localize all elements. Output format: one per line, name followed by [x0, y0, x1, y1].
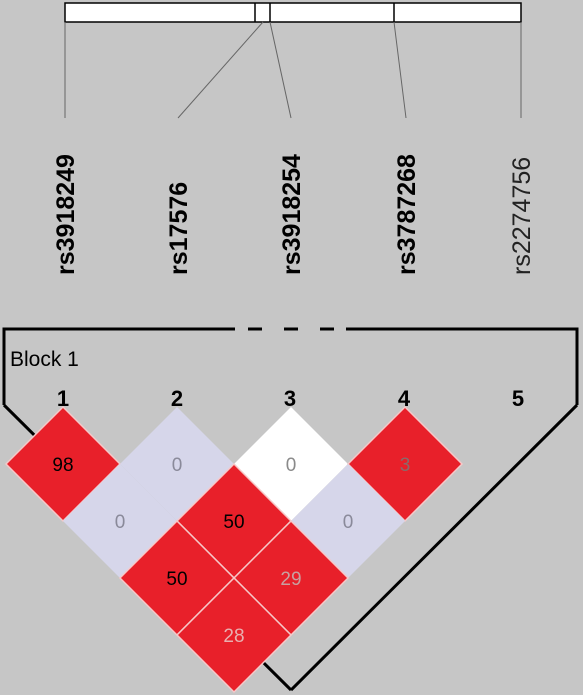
snp-labels: rs3918249 rs17576 rs3918254 rs3787268 rs…: [52, 154, 536, 275]
snp-label-3: rs3918254: [278, 154, 306, 275]
connector-2: [177, 21, 264, 119]
ld-cell-value-2-4: 50: [223, 512, 244, 533]
ld-cell-value-4-5: 3: [400, 455, 411, 476]
ld-cell-value-3-4: 0: [286, 455, 297, 476]
snp-index-3: 3: [284, 386, 296, 411]
ld-cell-value-1-3: 0: [115, 512, 126, 533]
connector-3: [269, 21, 292, 119]
ld-cell-value-2-3: 0: [172, 455, 183, 476]
snp-indices: 1 2 3 4 5: [57, 386, 524, 411]
snp-label-5: rs2274756: [508, 157, 536, 275]
snp-index-4: 4: [398, 386, 411, 411]
snp-index-2: 2: [171, 386, 183, 411]
snp-label-2: rs17576: [165, 182, 193, 275]
ld-cell-value-1-4: 50: [166, 569, 187, 590]
chromosome-bar: [64, 2, 522, 23]
ld-cell-value-3-5: 0: [343, 512, 354, 533]
ld-cell-value-1-2: 98: [52, 455, 73, 476]
connector-4: [393, 21, 407, 119]
snp-label-4: rs3787268: [393, 154, 421, 275]
block-outline-diag-right: [289, 403, 579, 692]
ld-cell-1-5: [175, 576, 293, 694]
ld-cell-value-2-5: 29: [280, 569, 301, 590]
block-outline-left: [2, 327, 235, 405]
chromosome-bar-rect: [64, 2, 522, 23]
snp-index-1: 1: [57, 386, 69, 411]
snp-index-5: 5: [512, 386, 524, 411]
ld-cells: 98 0 0 3 0 50 0 50 29 28: [4, 405, 464, 694]
snp-label-1: rs3918249: [52, 154, 80, 275]
block-outline-right: [346, 327, 579, 405]
snp-connectors: [64, 21, 522, 119]
block-label: Block 1: [10, 348, 79, 371]
ld-cell-value-1-5: 28: [223, 626, 244, 647]
